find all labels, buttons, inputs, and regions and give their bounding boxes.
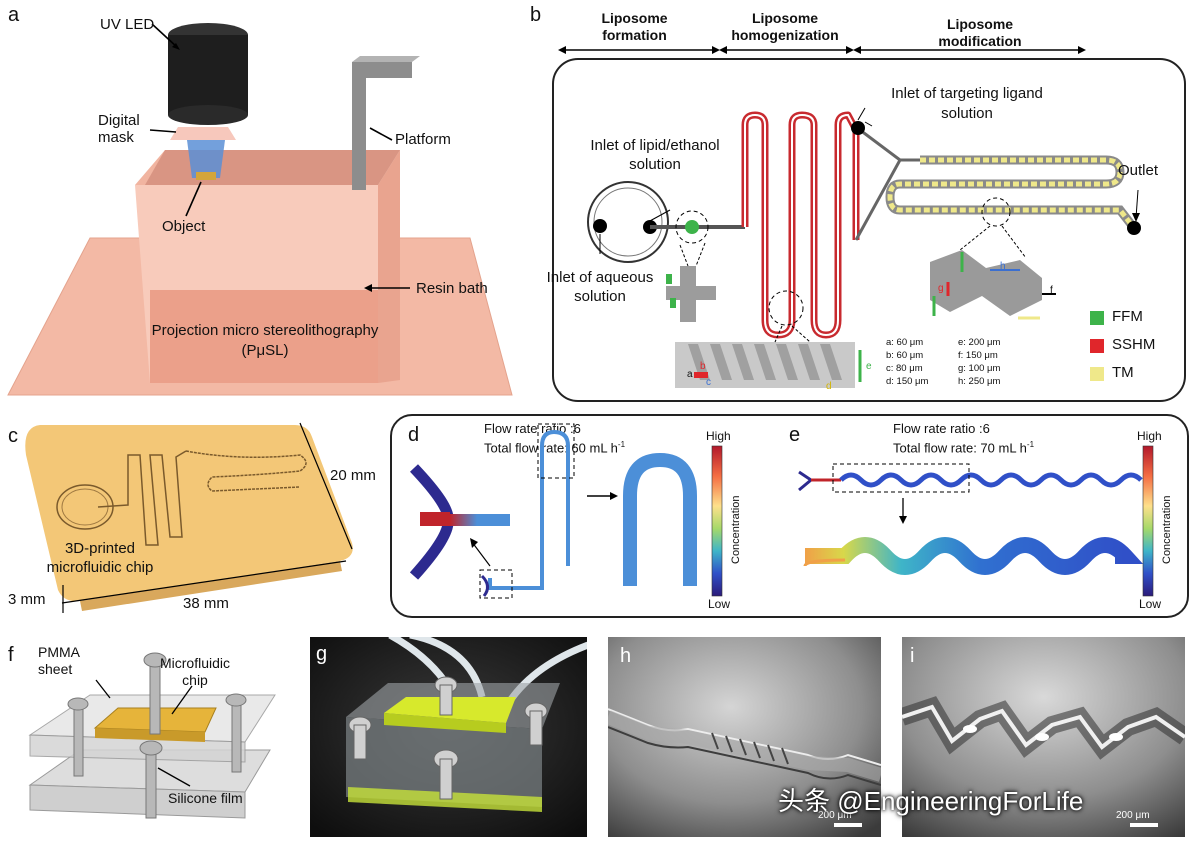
panel-a: a UV LED Digital mask Platform Object R: [0, 0, 520, 400]
tm-micrograph: [902, 637, 1185, 837]
chip-channel-layout: [587, 107, 1141, 388]
silicone-label: Silicone film: [168, 790, 243, 806]
chip-assembly: [28, 652, 276, 819]
dim-d: d: 150 μm: [886, 376, 929, 387]
dim-h: h: 250 μm: [958, 376, 1001, 387]
detail-letter-h: h: [1000, 261, 1006, 272]
legend-swatch-sshm: [1090, 339, 1104, 353]
total-flow-d-text: Total flow rate: 60 mL h: [484, 440, 618, 456]
stage-formation: Liposome formation: [601, 10, 668, 43]
stage-arrows: [558, 46, 1086, 54]
dim-f: f: 150 μm: [958, 350, 998, 361]
panel-label-h: h: [620, 645, 632, 667]
detail-letter-c: c: [706, 377, 711, 388]
total-flow-d: Total flow rate: 60 mL h-1: [484, 436, 625, 456]
device-photo: [310, 637, 587, 837]
legend-swatch-tm: [1090, 367, 1104, 381]
legend-label-ffm: FFM: [1112, 308, 1143, 325]
inlet-lipid-label: Inlet of lipid/ethanol solution: [590, 137, 720, 173]
scale-title-e: Concentration: [1161, 495, 1173, 565]
dim-height: 3 mm: [8, 591, 46, 608]
dim-e: e: 200 μm: [958, 337, 1001, 348]
dim-c: c: 80 μm: [886, 363, 923, 374]
total-flow-e: Total flow rate: 70 mL h-1: [893, 436, 1034, 456]
chip-layout-box: [552, 58, 1186, 402]
panel-i-photo: i 200 μm: [902, 637, 1185, 837]
simulation-box: [390, 414, 1189, 618]
pusl-illustration: [7, 23, 513, 396]
dim-width: 20 mm: [330, 467, 376, 484]
dim-b: b: 60 μm: [886, 350, 924, 361]
panel-g-photo: g: [310, 637, 587, 837]
panel-label-b: b: [530, 4, 542, 26]
scale-high-e: High: [1137, 429, 1162, 443]
chip-render: [25, 422, 353, 613]
panel-label-c: c: [8, 425, 18, 447]
dim-g: g: 100 μm: [958, 363, 1001, 374]
uv-led-label: UV LED: [100, 16, 155, 33]
scale-high-d: High: [706, 429, 731, 443]
panel-c: c 3D-printed microfluidic chip 20 mm 38 …: [0, 415, 395, 620]
total-flow-e-text: Total flow rate: 70 mL h: [893, 440, 1027, 456]
dimension-list: a: 60 μm b: 60 μm c: 80 μm d: 150 μm e: …: [886, 334, 1036, 388]
detail-letter-b: b: [700, 361, 706, 372]
resin-bath-label: Resin bath: [416, 280, 488, 297]
panel-label-e: e: [789, 424, 801, 446]
detail-letter-d: d: [826, 381, 832, 392]
outlet-label: Outlet: [1118, 162, 1159, 179]
platform-label: Platform: [395, 131, 451, 148]
microfluidic-chip-label: Microfluidic chip: [160, 655, 231, 688]
panel-d: d Flow rate ratio :6 Total flow rate: 60…: [392, 416, 767, 612]
chip-label: 3D-printed microfluidic chip: [46, 540, 154, 576]
scale-low-e: Low: [1139, 597, 1162, 611]
pusl-title: Projection micro stereolithography: [151, 322, 379, 339]
legend-swatch-ffm: [1090, 311, 1104, 325]
stage-modification: Liposome modification: [938, 16, 1022, 49]
panel-label-i: i: [910, 645, 915, 667]
watermark: 头条 @EngineeringForLife: [778, 786, 1084, 816]
panel-b: b Liposome formation Liposome homogeniza…: [520, 0, 1192, 405]
flow-ratio-e: Flow rate ratio :6: [893, 421, 990, 436]
stage-homogenization: Liposome homogenization: [731, 10, 839, 43]
pmma-label: PMMA sheet: [38, 644, 80, 677]
inlet-aqueous-label: Inlet of aqueous solution: [546, 269, 654, 305]
sshm-micrograph: [608, 637, 881, 837]
panel-f: f PMMA sheet Microfluidic chip Silicone …: [0, 640, 300, 840]
panel-e: e Flow rate ratio :6 Total flow rate: 70…: [785, 416, 1180, 612]
panel-label-g: g: [316, 643, 328, 665]
scale-low-d: Low: [708, 597, 731, 611]
pusl-abbrev: (PμSL): [241, 342, 289, 359]
panel-label-d: d: [408, 424, 420, 446]
object-label: Object: [162, 218, 206, 235]
detail-letter-f: f: [1050, 285, 1053, 296]
scale-bar-i: 200 μm: [1116, 810, 1150, 821]
total-flow-e-sup: -1: [1026, 440, 1035, 449]
flow-sim-d: [409, 423, 723, 599]
legend: FFM SSHM TM: [1090, 304, 1180, 384]
total-flow-d-sup: -1: [617, 440, 626, 449]
dim-length: 38 mm: [183, 595, 229, 612]
detail-letter-a: a: [687, 369, 693, 380]
detail-letter-e: e: [866, 361, 872, 372]
legend-label-sshm: SSHM: [1112, 336, 1156, 353]
inlet-ligand-label: Inlet of targeting ligand solution: [891, 85, 1043, 122]
scale-bar-h: 200 μm: [818, 810, 852, 821]
legend-label-tm: TM: [1112, 364, 1134, 381]
flow-sim-e: [798, 445, 1154, 597]
dim-a: a: 60 μm: [886, 337, 924, 348]
detail-letter-g: g: [938, 283, 944, 294]
panel-label-f: f: [8, 644, 14, 666]
panel-label-a: a: [8, 4, 20, 26]
scale-title-d: Concentration: [730, 495, 742, 565]
digital-mask-label: Digital mask: [98, 112, 140, 146]
panel-h-photo: h 200 μm: [608, 637, 881, 837]
